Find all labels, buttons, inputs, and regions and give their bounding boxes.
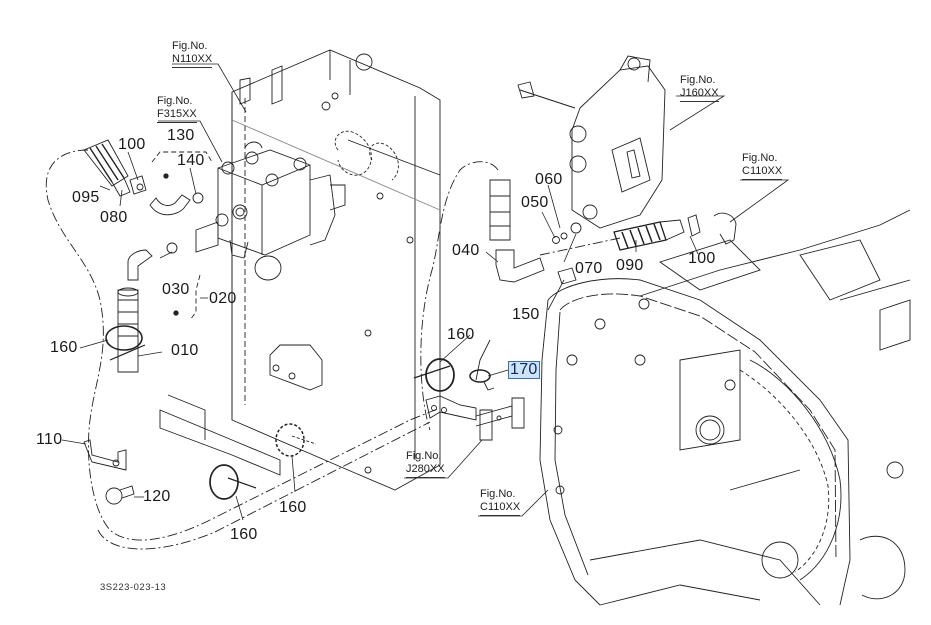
bracket-110[interactable] [84,440,126,470]
group-bracket-130 [152,152,212,162]
figure-ref-code: J160XX [680,87,719,102]
callout-080[interactable]: 080 [100,209,128,226]
hose-left[interactable] [46,140,440,549]
callout-095[interactable]: 095 [72,189,100,206]
drawing-number: 3S223-023-13 [100,582,167,593]
figure-ref-label: Fig.No. [680,74,716,86]
figure-ref-label: Fig.No. [480,488,516,500]
hose-clamp-170[interactable] [470,370,494,390]
group-dot-020 [174,311,178,315]
hose-right[interactable] [421,162,736,430]
callout-150[interactable]: 150 [512,306,540,323]
callout-070[interactable]: 070 [575,260,603,277]
callout-030[interactable]: 030 [162,281,190,298]
callout-160[interactable]: 160 [447,326,475,343]
callout-100[interactable]: 100 [688,250,716,267]
control-valve-block[interactable] [196,142,345,280]
hose-clamp-160-right[interactable] [414,359,454,391]
group-bracket-020 [190,275,200,320]
callout-100[interactable]: 100 [118,136,146,153]
callout-110[interactable]: 110 [36,431,63,448]
callout-170-highlighted[interactable]: 170 [508,361,540,379]
callout-140[interactable]: 140 [177,152,205,169]
figure-ref-c110xx-bottom[interactable]: Fig.No. C110XX [480,488,521,516]
transmission-housing[interactable] [540,210,910,605]
valve-section-j160[interactable] [518,56,665,228]
figure-ref-j160xx[interactable]: Fig.No. J160XX [680,74,719,102]
bracket-j280[interactable] [426,396,524,440]
figure-ref-c110xx-top[interactable]: Fig.No. C110XX [742,152,783,180]
figure-ref-code: C110XX [742,165,783,180]
figure-ref-n110xx[interactable]: Fig.No. N110XX [172,40,213,68]
callout-120[interactable]: 120 [143,488,171,505]
leader-lines [62,64,788,520]
figure-ref-label: Fig.No. [172,40,208,52]
figure-ref-code: N110XX [172,53,213,68]
figure-ref-label: Fig.No. [157,95,193,107]
callout-050[interactable]: 050 [521,194,549,211]
hose-clamp-dashed[interactable] [276,424,316,456]
figure-ref-code: J280XX [406,463,445,478]
callout-040[interactable]: 040 [452,242,480,259]
mounting-plate[interactable] [160,50,440,490]
callout-160[interactable]: 160 [230,526,258,543]
figure-ref-code: C110XX [480,501,521,516]
figure-ref-f315xx[interactable]: Fig.No. F315XX [157,95,197,123]
callout-090[interactable]: 090 [616,257,644,274]
figure-ref-label: Fig.No. [742,152,778,164]
group-dot-130 [164,174,168,178]
figure-ref-j280xx[interactable]: Fig.No. J280XX [406,450,445,478]
hose-clamp-bottom[interactable] [210,465,256,499]
bolt-120[interactable] [106,486,134,504]
callout-060[interactable]: 060 [535,171,563,188]
figure-ref-label: Fig.No. [406,450,442,462]
figure-ref-code: F315XX [157,108,197,123]
callout-160[interactable]: 160 [50,339,78,356]
callout-010[interactable]: 010 [171,342,199,359]
callout-160[interactable]: 160 [279,499,307,516]
callout-020[interactable]: 020 [209,290,237,307]
callout-130[interactable]: 130 [167,127,195,144]
